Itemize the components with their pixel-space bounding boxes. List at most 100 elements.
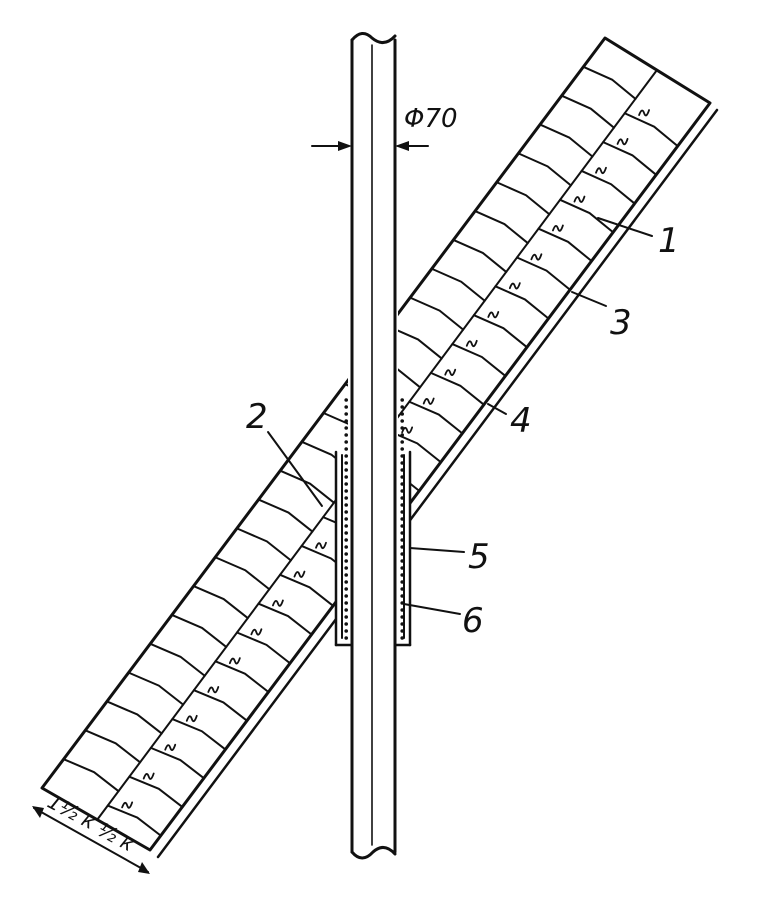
brick-joint xyxy=(602,141,658,176)
brick-joint xyxy=(430,267,486,302)
packing-dot xyxy=(400,622,405,626)
packing-dot xyxy=(344,601,349,605)
brick-joint xyxy=(623,112,679,148)
pipe-sleeve xyxy=(334,398,412,647)
packing-dot xyxy=(400,559,405,563)
packing-dot xyxy=(400,636,405,640)
packing-dot xyxy=(400,496,405,500)
packing-dot xyxy=(344,545,349,549)
brick-joint xyxy=(279,469,335,504)
packing-dot xyxy=(400,426,405,430)
brick-joint xyxy=(127,671,185,706)
packing-dot xyxy=(344,587,349,591)
brick-joint xyxy=(149,746,205,780)
packing-dot xyxy=(344,454,349,458)
brick-mark xyxy=(638,109,650,117)
packing-dot xyxy=(400,475,405,479)
brick-joint xyxy=(474,210,529,245)
packing-dot xyxy=(344,482,349,486)
brick-mark xyxy=(164,743,177,751)
brick-joint xyxy=(472,314,528,349)
leader-lines xyxy=(267,217,653,615)
brick-mark xyxy=(228,657,241,665)
brick-joint xyxy=(539,123,594,158)
packing-dot xyxy=(344,475,349,479)
packing-dot xyxy=(344,440,349,444)
brick-mark xyxy=(487,311,500,319)
packing-dot xyxy=(344,573,349,577)
brick-joint xyxy=(559,198,615,234)
packing-dot xyxy=(344,580,349,584)
packing-dot xyxy=(344,594,349,598)
packing-dot xyxy=(400,524,405,528)
brick-joint xyxy=(582,65,637,100)
packing-dot xyxy=(400,419,405,423)
packing-dot xyxy=(400,398,405,402)
brick-mark xyxy=(616,138,629,146)
callout-4: 4 xyxy=(510,401,532,441)
callout-2: 2 xyxy=(246,397,268,437)
packing-dot xyxy=(344,629,349,633)
callout-1: 1 xyxy=(658,221,680,261)
brick-joint xyxy=(106,804,162,837)
diameter-dimension: Φ70 xyxy=(311,104,458,151)
brick-mark xyxy=(530,253,543,261)
packing-dot xyxy=(400,629,405,633)
packing-dot xyxy=(344,433,349,437)
brick-joint xyxy=(236,631,291,665)
brick-mark xyxy=(508,282,521,290)
packing-dot xyxy=(344,531,349,535)
packing-material xyxy=(344,398,405,640)
brick-mark xyxy=(573,195,586,203)
brick-joint xyxy=(235,527,292,562)
brick-joint xyxy=(192,689,248,722)
brick-mark xyxy=(142,772,155,780)
packing-dot xyxy=(344,426,349,430)
callout-3: 3 xyxy=(610,303,632,343)
brick-joint xyxy=(580,169,636,205)
packing-dot xyxy=(400,461,405,465)
packing-dot xyxy=(400,545,405,549)
diameter-label: Φ70 xyxy=(404,104,458,134)
packing-dot xyxy=(344,412,349,416)
packing-dot xyxy=(344,552,349,556)
callout-5: 5 xyxy=(468,537,490,577)
packing-dot xyxy=(400,510,405,514)
brick-joint xyxy=(192,585,249,620)
packing-dot xyxy=(344,496,349,500)
packing-dot xyxy=(400,538,405,542)
brick-mark xyxy=(272,599,284,607)
brick-mark xyxy=(121,801,134,809)
packing-dot xyxy=(400,594,405,598)
brick-joint xyxy=(128,775,184,808)
packing-dot xyxy=(400,566,405,570)
brick-joint xyxy=(257,498,314,533)
brick-joint xyxy=(171,718,227,751)
brick-mark xyxy=(422,397,435,405)
brick-mark xyxy=(293,570,306,578)
packing-dot xyxy=(344,489,349,493)
brick-joint xyxy=(214,660,270,693)
brick-joint xyxy=(279,573,335,607)
packing-dot xyxy=(400,573,405,577)
packing-dot xyxy=(344,510,349,514)
brick-joint xyxy=(149,642,206,677)
brick-mark xyxy=(552,224,564,232)
brick-joint xyxy=(495,181,551,216)
packing-dot xyxy=(400,440,405,444)
packing-dot xyxy=(344,468,349,472)
packing-dot xyxy=(344,622,349,626)
packing-dot xyxy=(344,636,349,640)
brick-joint xyxy=(62,758,120,793)
packing-dot xyxy=(344,559,349,563)
packing-dot xyxy=(400,468,405,472)
brick-mark xyxy=(444,368,457,376)
brick-joint xyxy=(451,343,507,377)
brick-joint xyxy=(84,729,142,764)
brick-joint xyxy=(452,238,508,273)
brick-joint xyxy=(214,556,271,591)
brick-mark xyxy=(207,686,220,694)
brick-mark xyxy=(250,628,263,636)
packing-dot xyxy=(400,517,405,521)
packing-dot xyxy=(400,482,405,486)
